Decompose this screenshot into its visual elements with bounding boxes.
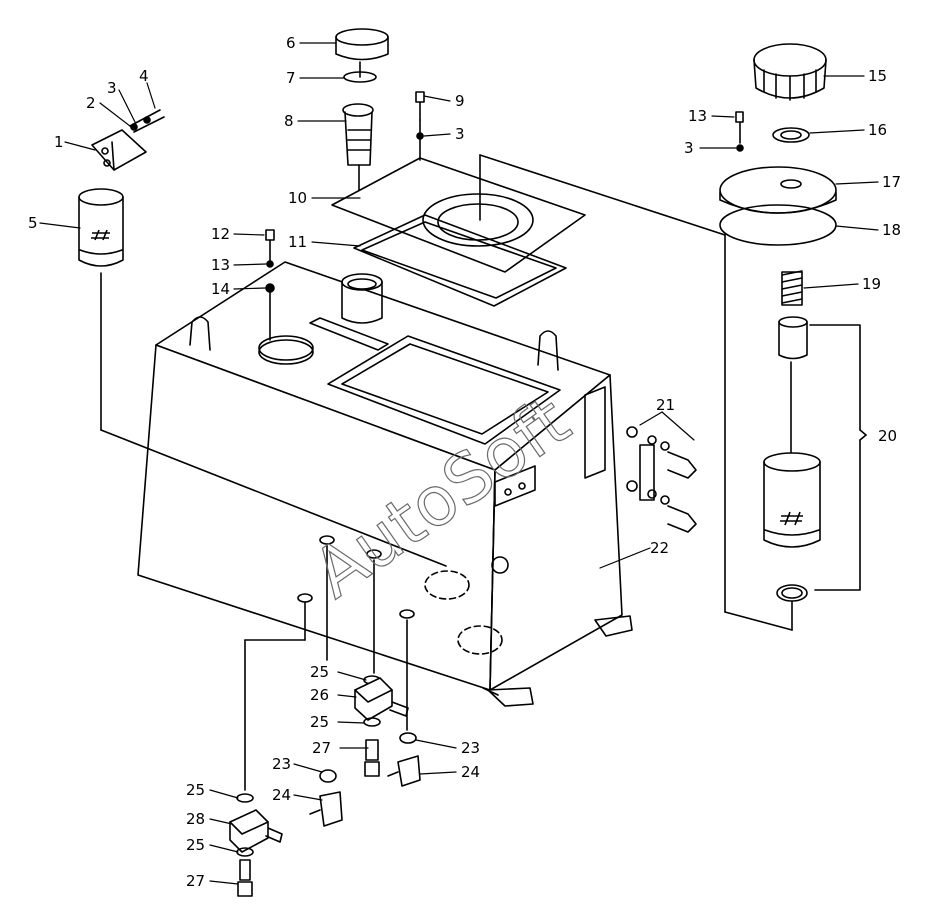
callout-9: 9 [455, 92, 465, 110]
callout-27-b: 27 [186, 872, 205, 890]
callout-20: 20 [878, 427, 897, 445]
callout-13: 13 [211, 256, 230, 274]
callout-13-b: 13 [688, 107, 707, 125]
callout-17: 17 [882, 173, 901, 191]
callout-4: 4 [139, 67, 149, 85]
breather-bracket [91, 109, 165, 171]
callout-8: 8 [284, 112, 294, 130]
callout-18: 18 [882, 221, 901, 239]
breather-filter-5 [78, 188, 447, 567]
callout-25: 25 [310, 663, 329, 681]
callout-7: 7 [286, 69, 296, 87]
filter-mesh-icons [91, 229, 803, 526]
callout-6: 6 [286, 34, 296, 52]
callout-21: 21 [656, 396, 675, 414]
callout-3-c: 3 [684, 139, 694, 157]
callout-11: 11 [288, 233, 307, 251]
callout-2: 2 [86, 94, 96, 112]
callout-27: 27 [312, 739, 331, 757]
callout-24-b: 24 [272, 786, 291, 804]
callout-5: 5 [28, 214, 38, 232]
callout-28: 28 [186, 810, 205, 828]
callout-19: 19 [862, 275, 881, 293]
callout-1: 1 [54, 133, 64, 151]
callout-16: 16 [868, 121, 887, 139]
return-filter-assembly [719, 43, 867, 631]
callout-12: 12 [211, 225, 230, 243]
callout-25-c: 25 [186, 781, 205, 799]
callout-23: 23 [461, 739, 480, 757]
callout-15: 15 [868, 67, 887, 85]
callout-26: 26 [310, 686, 329, 704]
callout-22: 22 [650, 539, 669, 557]
callout-25-b: 25 [310, 713, 329, 731]
callout-10: 10 [288, 189, 307, 207]
bolt-stacks [265, 91, 425, 341]
callout-25-d: 25 [186, 836, 205, 854]
callout-3-b: 3 [455, 125, 465, 143]
drain-fittings [229, 544, 421, 897]
callout-3: 3 [107, 79, 117, 97]
callout-24: 24 [461, 763, 480, 781]
callout-labels: 1 2 3 4 5 6 7 8 9 3 10 11 12 13 14 13 3 … [28, 34, 901, 890]
filler-cap-assembly [331, 28, 726, 324]
callout-14: 14 [211, 280, 230, 298]
side-fasteners [626, 426, 697, 533]
callout-23-b: 23 [272, 755, 291, 773]
leader-lines [39, 42, 879, 885]
